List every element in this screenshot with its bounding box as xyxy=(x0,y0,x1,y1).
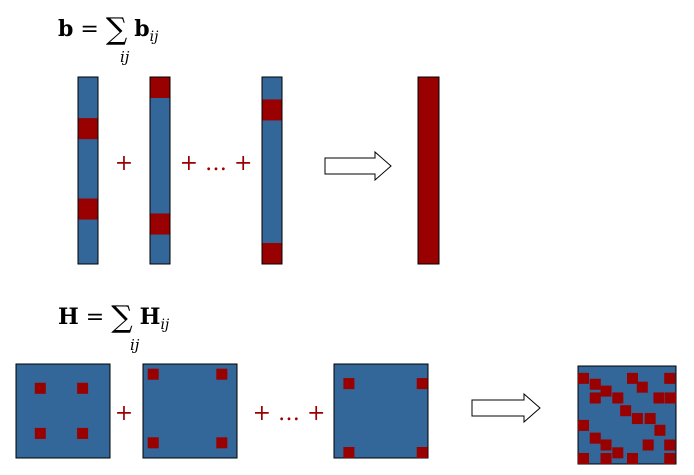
red-block xyxy=(642,439,654,451)
red-block xyxy=(627,372,638,384)
red-entry xyxy=(78,198,98,220)
red-block xyxy=(216,437,228,449)
red-block xyxy=(612,447,624,459)
red-block xyxy=(216,368,228,380)
formula-b-term: b xyxy=(134,16,150,42)
red-block xyxy=(644,413,656,425)
formula-H-term-sub: ij xyxy=(160,317,170,333)
red-block xyxy=(600,453,612,464)
red-block xyxy=(34,427,46,439)
red-block xyxy=(664,453,676,464)
red-block xyxy=(343,447,355,458)
plus-ellipsis-operator-1: + … + xyxy=(180,151,253,176)
red-entry xyxy=(150,213,170,235)
red-block xyxy=(631,413,643,425)
vector-b-n-outline xyxy=(261,76,283,265)
red-block xyxy=(578,419,589,431)
right-arrow-icon xyxy=(324,150,392,182)
red-entry xyxy=(78,118,98,140)
formula-b-index: ij xyxy=(120,48,130,66)
red-entry xyxy=(150,77,170,98)
result-vector xyxy=(417,76,440,265)
red-block xyxy=(600,439,612,451)
formula-H: H = ∑ Hij ij xyxy=(58,300,170,353)
formula-b: b = ∑ bij ij xyxy=(58,12,159,65)
red-block xyxy=(589,432,601,444)
plus-ellipsis-operator-2: + … + xyxy=(253,401,326,426)
red-block xyxy=(147,368,159,380)
red-block xyxy=(77,382,89,394)
matrix-group xyxy=(15,363,429,459)
red-block xyxy=(589,392,601,404)
red-block xyxy=(416,447,428,458)
vector-group xyxy=(77,76,283,265)
formula-H-index: ij xyxy=(130,336,140,354)
red-block xyxy=(612,392,624,404)
right-arrow-icon xyxy=(471,392,541,424)
plus-operator-2: + xyxy=(115,401,133,426)
red-block xyxy=(600,385,612,397)
red-block xyxy=(654,424,666,436)
red-block xyxy=(627,453,638,464)
red-block xyxy=(665,392,676,404)
red-block xyxy=(77,427,89,439)
red-block xyxy=(636,381,648,393)
result-matrix xyxy=(577,365,677,465)
formula-H-sigma: ∑ xyxy=(111,300,133,335)
vector-b-2 xyxy=(150,77,170,264)
formula-b-sigma: ∑ xyxy=(105,12,128,47)
vector-b-1 xyxy=(78,77,98,264)
matrix-H-1 xyxy=(15,363,111,459)
formula-H-equals: = xyxy=(85,305,105,330)
red-block xyxy=(578,372,589,384)
red-entry xyxy=(262,99,282,121)
vector-b-1-outline xyxy=(77,76,99,265)
plus-operator-1: + xyxy=(115,151,133,176)
red-block xyxy=(664,372,676,384)
red-entry xyxy=(262,243,282,264)
formula-b-term-sub: ij xyxy=(149,29,159,45)
vector-b-2-outline xyxy=(149,76,171,265)
formula-b-equals: = xyxy=(80,17,99,42)
red-block xyxy=(664,439,676,451)
red-block xyxy=(653,392,665,404)
red-block xyxy=(416,378,428,390)
formula-H-term: H xyxy=(139,304,161,330)
red-block xyxy=(589,378,601,390)
red-block xyxy=(34,382,46,394)
red-block xyxy=(620,405,632,417)
formula-b-lhs: b xyxy=(58,16,74,42)
red-block xyxy=(343,378,355,390)
formula-H-lhs: H xyxy=(58,304,79,330)
result-vector-bar xyxy=(417,76,440,265)
vector-b-n xyxy=(262,77,282,264)
red-block xyxy=(578,453,589,464)
red-block xyxy=(147,437,159,449)
